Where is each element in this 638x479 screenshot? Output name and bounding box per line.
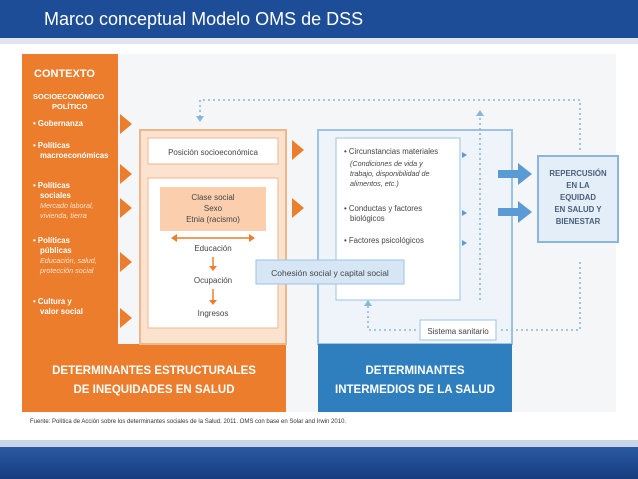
structural-footer-line-2: DE INEQUIDADES EN SALUD [73,384,234,396]
outcome-line: REPERCUSIÓN [549,169,607,178]
context-item-label: • Políticas [33,141,71,150]
cohesion-label: Cohesión social y capital social [271,268,389,278]
intermediate-footer-band [318,344,512,412]
material-sub: alimentos, etc.) [350,179,399,188]
intermediate-footer-line-1: DETERMINANTES [365,365,464,377]
outcome-line: BIENESTAR [556,217,601,226]
outcome-line: EN LA [566,181,590,190]
class-line: Etnia (racismo) [186,215,240,224]
source-note: Fuente: Política de Acción sobre los det… [30,419,347,425]
income-label: Ingresos [198,309,229,318]
occupation-label: Ocupación [194,276,232,285]
context-arrow [120,114,132,134]
footer-highlight [0,440,638,447]
context-arrow [120,308,132,328]
health-system-box [419,319,497,341]
class-line: Sexo [204,204,223,213]
material-heading: • Circunstancias materiales [344,147,438,156]
feedback-loops [199,99,581,331]
class-line: Clase social [191,193,234,202]
title-bar: Marco conceptual Modelo OMS de DSS [0,0,638,38]
outcome-line: EN SALUD Y [554,205,602,214]
arrow-struct-2 [292,198,304,218]
structural-footer-line-1: DETERMINANTES ESTRUCTURALES [52,365,256,377]
context-arrow [120,252,132,272]
slide-title: Marco conceptual Modelo OMS de DSS [44,9,364,29]
psych-label: • Factores psicológicos [344,236,424,245]
education-label: Educación [194,244,231,253]
outcome-box [537,155,619,243]
structural-footer-band [22,344,286,412]
context-item-label: • Cultura y [33,297,72,306]
class-box [160,187,266,231]
context-item-label: • Políticas [33,236,71,245]
position-box [147,137,279,165]
material-sub: (Condiciones de vida y [350,159,423,168]
behavior-line: biológicos [350,214,385,223]
cohesion-box [255,259,405,285]
context-item-label: • Políticas [33,181,71,190]
context-item-sub: vivienda, tierra [40,211,87,220]
context-line: SOCIOECONÓMICO [33,92,104,101]
context-item-label: macroeconómicas [40,151,109,160]
context-item-sub: Mercado laboral, [40,201,94,210]
arrow-outcome-1 [498,163,532,185]
context-arrow [120,198,132,218]
health-system-label: Sistema sanitario [427,327,489,336]
arrow-outcome-2 [498,201,532,223]
context-heading: CONTEXTO [34,68,95,80]
context-item-label: públicas [40,246,72,255]
material-sub: trabajo, disponibilidad de [350,169,430,178]
context-item-label: • Gobernanza [33,119,84,128]
context-item-label: valor social [40,307,83,316]
arrow-struct-1 [292,140,304,160]
outcome-lines: REPERCUSIÓN EN LA EQUIDAD EN SALUD Y BIENEST… [549,169,607,226]
intermediate-footer-line-2: INTERMEDIOS DE LA SALUD [335,384,495,396]
context-item-sub: protección social [39,266,94,275]
context-item-label: sociales [40,191,71,200]
context-line: POLÍTICO [52,102,88,111]
position-label: Posición socioeconómica [168,148,258,157]
context-arrows [120,114,132,328]
context-item-sub: Educación, salud, [40,256,97,265]
footer-bar [0,447,638,479]
title-underline [0,38,638,44]
context-items: • Gobernanza• Políticasmacroeconómicas• … [33,119,109,316]
material-lines: • Circunstancias materiales (Condiciones … [344,147,438,245]
outcome-line: EQUIDAD [560,193,596,202]
behavior-line: • Conductas y factores [344,204,422,213]
context-arrow [120,164,132,184]
